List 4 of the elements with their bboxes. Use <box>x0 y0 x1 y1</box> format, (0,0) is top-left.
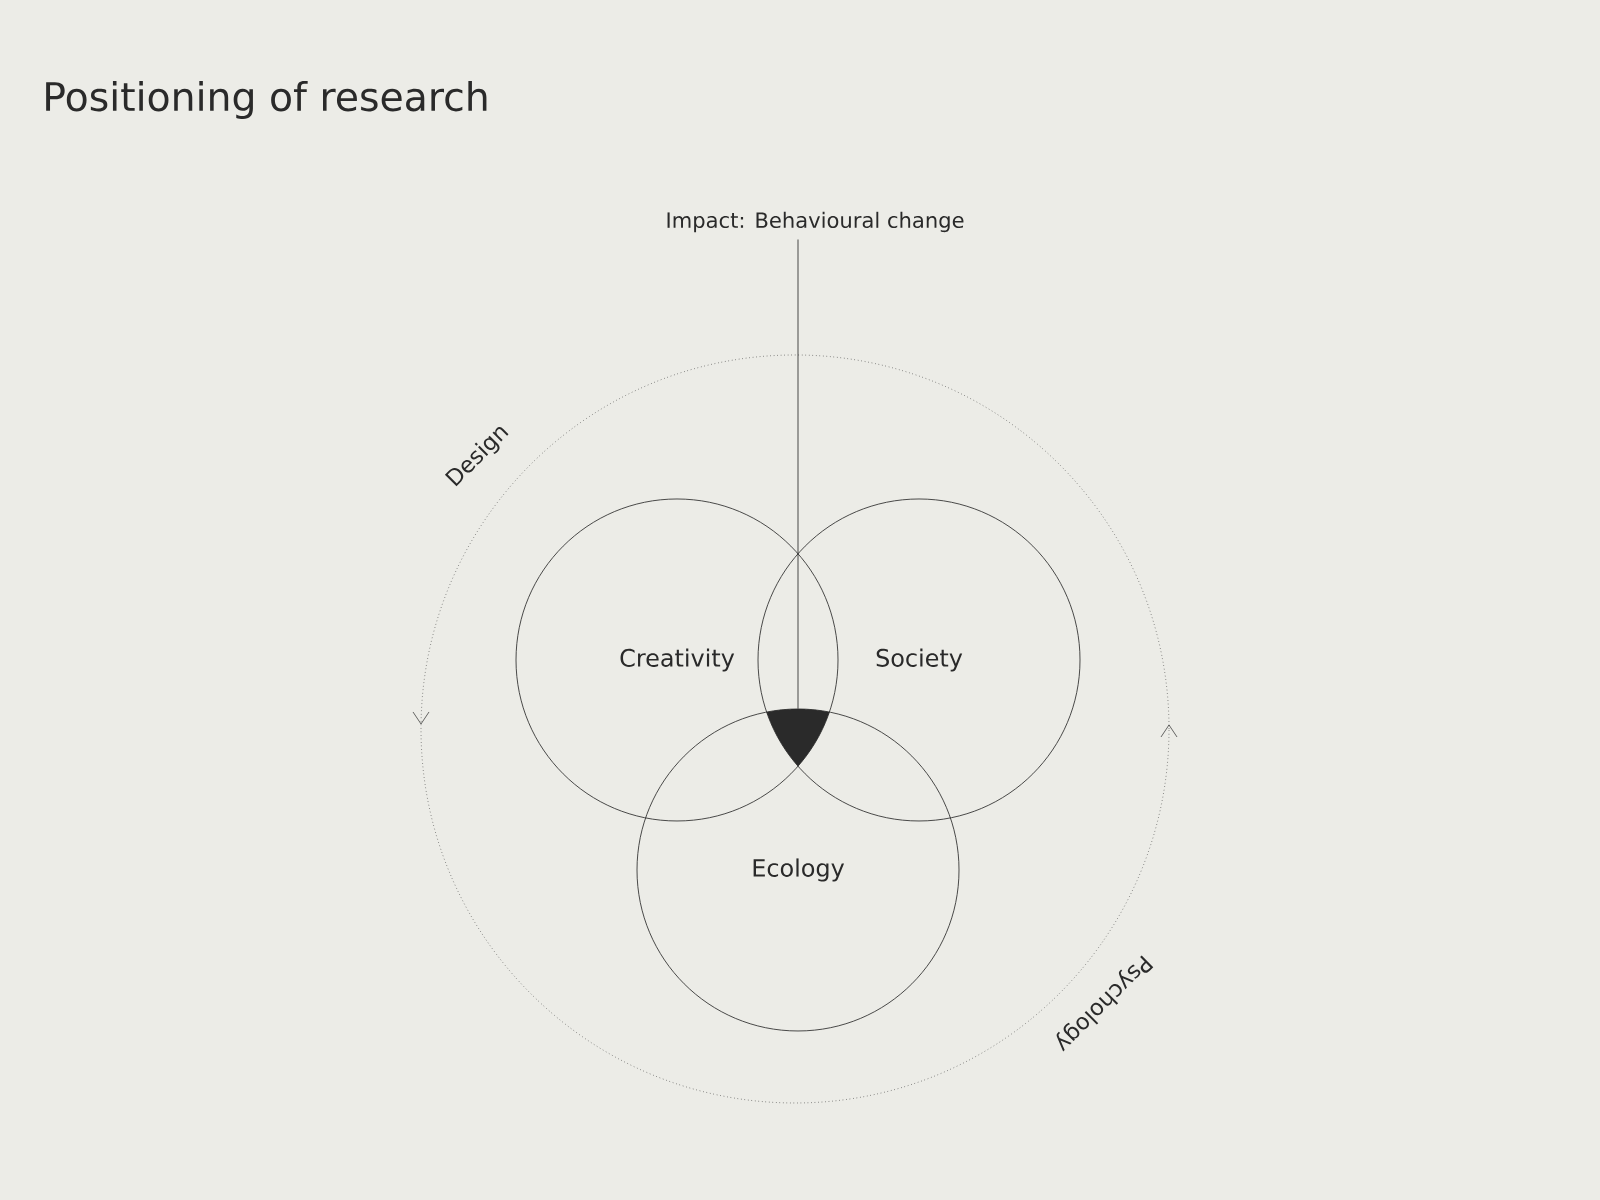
leader-line <box>797 239 799 710</box>
impact-label: Impact: Behavioural change <box>667 211 964 233</box>
intersection-shape <box>766 709 830 767</box>
title: Positioning of research <box>46 80 487 119</box>
